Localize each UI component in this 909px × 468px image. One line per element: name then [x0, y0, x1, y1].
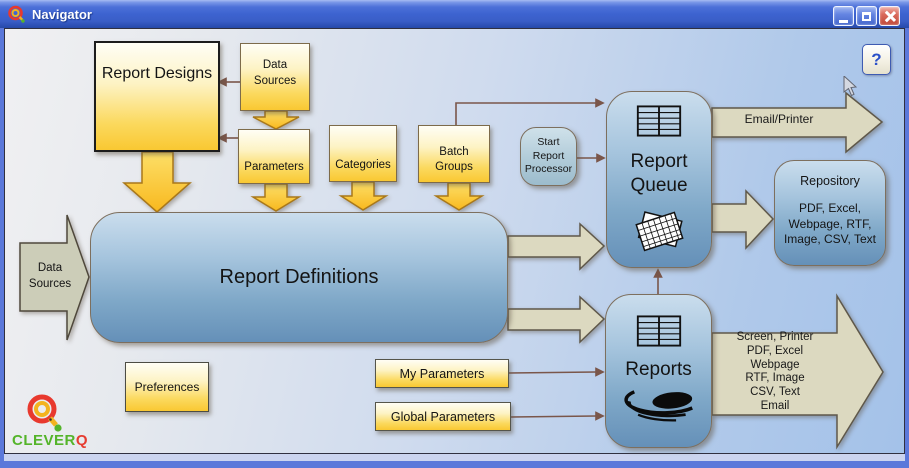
reports-output-label: Screen, Printer PDF, Excel Webpage RTF, … [736, 331, 814, 412]
app-logo-icon [8, 5, 25, 23]
node-batch-groups[interactable]: Batch Groups [418, 125, 490, 183]
my-parameters-label: My Parameters [399, 366, 485, 381]
node-reports[interactable]: Reports [605, 294, 712, 448]
maximize-button[interactable] [856, 6, 877, 26]
node-report-definitions[interactable]: Report Definitions [90, 212, 508, 343]
help-button[interactable]: ? [862, 44, 891, 75]
email-printer-label: Email/Printer [744, 112, 814, 126]
window-frame-bottom [4, 454, 905, 461]
node-preferences[interactable]: Preferences [125, 362, 209, 412]
report-definitions-label: Report Definitions [219, 266, 379, 288]
preferences-label: Preferences [134, 380, 200, 394]
node-repository[interactable]: Repository PDF, Excel, Webpage, RTF, Ima… [774, 160, 886, 266]
batch-groups-label: Batch Groups [435, 145, 473, 174]
start-report-processor-label: Start Report Processor [524, 136, 573, 176]
cleverq-q-icon [27, 394, 62, 432]
node-parameters[interactable]: Parameters [238, 129, 310, 184]
node-start-report-processor[interactable]: Start Report Processor [520, 127, 577, 186]
report-table-icon [636, 105, 682, 137]
node-categories[interactable]: Categories [329, 125, 397, 182]
global-parameters-label: Global Parameters [390, 409, 496, 424]
report-queue-label: Report Queue [630, 151, 688, 196]
parameters-label: Parameters [244, 161, 304, 173]
node-global-parameters[interactable]: Global Parameters [375, 402, 511, 431]
logo-text-clever: CLEVER [12, 432, 76, 449]
report-table-icon [636, 315, 681, 347]
categories-label: Categories [335, 159, 391, 171]
minimize-button[interactable] [833, 6, 854, 26]
title-bar: Navigator [0, 0, 909, 28]
repository-title: Repository [800, 174, 860, 188]
help-label: ? [871, 49, 882, 69]
node-report-queue[interactable]: Report Queue [606, 91, 712, 268]
repository-formats: PDF, Excel, Webpage, RTF, Image, CSV, Te… [783, 201, 877, 247]
data-sources-left-label: Data Sources [28, 262, 72, 290]
logo-text-q: Q [75, 432, 89, 449]
data-sources-top-label: Data Sources [253, 59, 297, 87]
reports-label: Reports [625, 359, 692, 380]
node-report-designs[interactable]: Report Designs [94, 41, 220, 152]
report-designs-label: Report Designs [101, 65, 213, 82]
stacked-reports-icon [635, 210, 684, 251]
swoosh-disc-icon [623, 390, 693, 422]
mouse-cursor-icon [843, 76, 857, 97]
close-icon [884, 11, 895, 22]
maximize-icon [862, 11, 871, 21]
minimize-icon [839, 19, 848, 23]
close-button[interactable] [879, 6, 900, 26]
node-my-parameters[interactable]: My Parameters [375, 359, 509, 388]
window-title: Navigator [32, 6, 92, 22]
node-data-sources-top[interactable]: Data Sources [240, 43, 310, 111]
cleverq-logo: CLEVERQ [12, 392, 92, 452]
